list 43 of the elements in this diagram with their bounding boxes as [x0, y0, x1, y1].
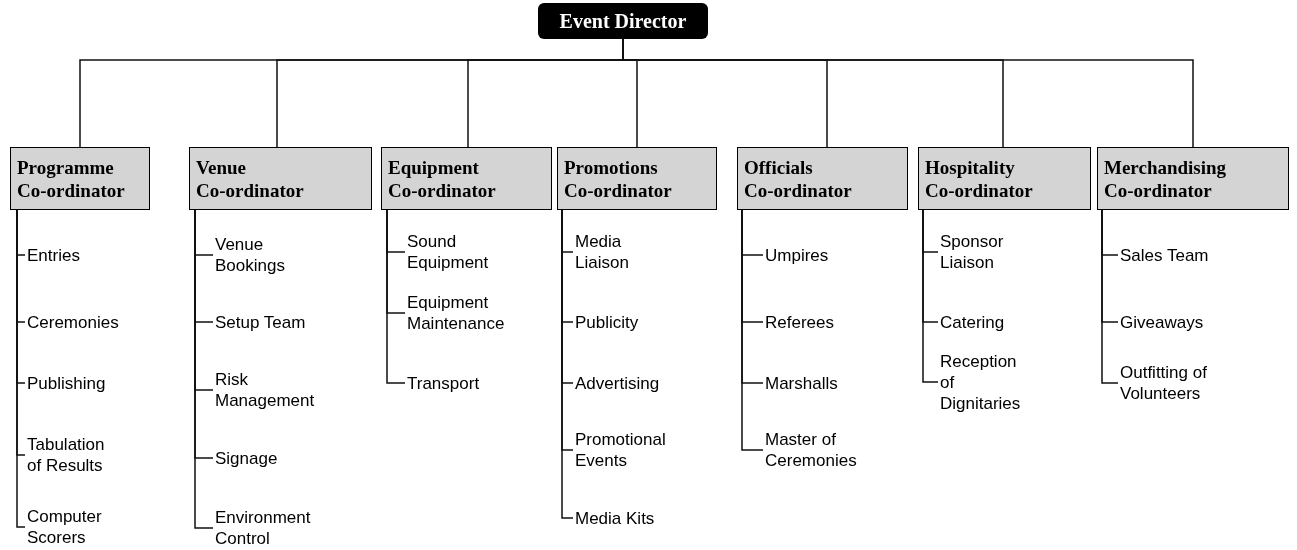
task-label: Media Liaison — [575, 231, 677, 273]
task-label: Referees — [765, 311, 865, 333]
task-label: Transport — [407, 372, 535, 394]
connector-line — [922, 209, 939, 383]
director-box: Event Director — [538, 3, 708, 39]
task-label: Outfitting of Volunteers — [1120, 362, 1242, 404]
task-label: Promotional Events — [575, 429, 677, 471]
task-label: Computer Scorers — [27, 506, 122, 548]
task-label: Publishing — [27, 372, 122, 394]
connector-line — [386, 209, 406, 384]
task-label: Setup Team — [215, 311, 335, 333]
task-label: Tabulation of Results — [27, 434, 122, 476]
task-label: Sponsor Liaison — [940, 231, 1030, 273]
task-label: Umpires — [765, 244, 865, 266]
task-label: Giveaways — [1120, 311, 1242, 333]
task-label: Venue Bookings — [215, 234, 335, 276]
connector-line — [741, 209, 764, 451]
connector-line — [561, 209, 574, 519]
coordinator-box: Hospitality Co-ordinator — [918, 147, 1091, 210]
coordinator-box: Promotions Co-ordinator — [557, 147, 717, 210]
task-label: Equipment Maintenance — [407, 292, 535, 334]
task-label: Master of Ceremonies — [765, 429, 865, 471]
task-label: Media Kits — [575, 507, 677, 529]
task-label: Environment Control — [215, 507, 335, 549]
task-label: Sound Equipment — [407, 231, 535, 273]
connector-line — [194, 209, 214, 529]
coordinator-box: Equipment Co-ordinator — [381, 147, 552, 210]
connector-line — [16, 209, 26, 528]
task-label: Ceremonies — [27, 311, 122, 333]
coordinator-box: Venue Co-ordinator — [189, 147, 372, 210]
task-label: Entries — [27, 244, 122, 266]
coordinator-box: Programme Co-ordinator — [10, 147, 150, 210]
task-label: Reception of Dignitaries — [940, 350, 1030, 414]
coordinator-box: Officials Co-ordinator — [737, 147, 908, 210]
task-label: Publicity — [575, 311, 677, 333]
task-label: Signage — [215, 447, 335, 469]
task-label: Risk Management — [215, 369, 335, 411]
task-label: Advertising — [575, 372, 677, 394]
connector-line — [1101, 209, 1119, 384]
task-label: Marshalls — [765, 372, 865, 394]
task-label: Catering — [940, 311, 1030, 333]
coordinator-box: Merchandising Co-ordinator — [1097, 147, 1289, 210]
task-label: Sales Team — [1120, 244, 1242, 266]
